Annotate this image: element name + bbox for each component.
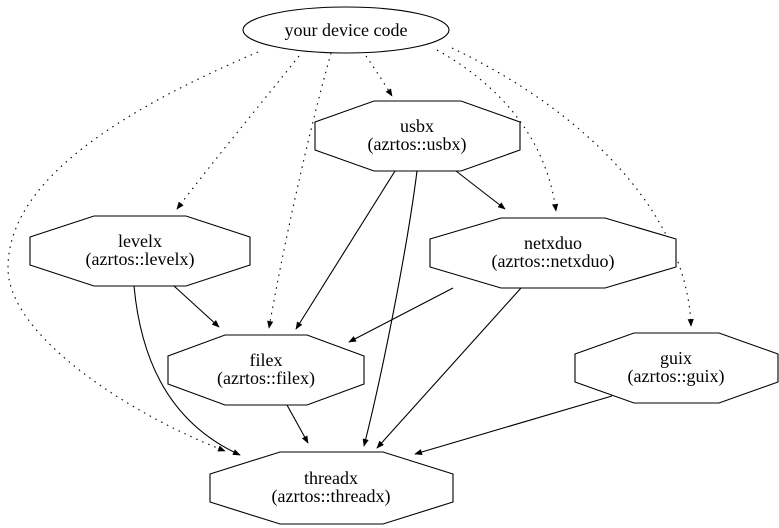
- edge-device-usbx: [365, 55, 393, 97]
- threadx-label: threadx: [304, 468, 358, 488]
- node-filex: filex (azrtos::filex): [167, 334, 365, 406]
- node-levelx: levelx (azrtos::levelx): [29, 215, 251, 287]
- threadx-octagon: [209, 451, 454, 525]
- edge-netxduo-filex: [348, 287, 454, 343]
- node-device-code: your device code: [242, 6, 450, 54]
- guix-sublabel: (azrtos::guix): [628, 366, 725, 387]
- device-code-ellipse: [242, 6, 450, 54]
- usbx-sublabel: (azrtos::usbx): [368, 134, 467, 155]
- levelx-octagon: [29, 215, 251, 287]
- edge-guix-threadx: [414, 395, 613, 455]
- netxduo-sublabel: (azrtos::netxduo): [492, 251, 615, 272]
- edge-device-filex: [267, 52, 332, 329]
- edge-usbx-threadx: [362, 170, 418, 447]
- filex-label: filex: [250, 350, 283, 370]
- guix-label: guix: [660, 348, 692, 368]
- node-threadx: threadx (azrtos::threadx): [209, 451, 454, 525]
- threadx-sublabel: (azrtos::threadx): [272, 486, 391, 507]
- filex-octagon: [167, 334, 365, 406]
- netxduo-octagon: [429, 217, 677, 289]
- device-code-label: your device code: [285, 20, 408, 40]
- edge-usbx-netxduo: [455, 170, 506, 210]
- edge-device-levelx: [176, 55, 300, 210]
- netxduo-label: netxduo: [524, 233, 582, 253]
- usbx-octagon: [314, 100, 521, 172]
- edge-levelx-filex: [173, 285, 220, 328]
- edge-levelx-threadx: [133, 285, 241, 456]
- usbx-label: usbx: [400, 116, 434, 136]
- node-netxduo: netxduo (azrtos::netxduo): [429, 217, 677, 289]
- node-guix: guix (azrtos::guix): [574, 332, 779, 404]
- edge-usbx-filex: [295, 170, 396, 330]
- levelx-label: levelx: [118, 231, 162, 251]
- edge-netxduo-threadx: [376, 287, 522, 449]
- guix-octagon: [574, 332, 779, 404]
- node-usbx: usbx (azrtos::usbx): [314, 100, 521, 172]
- levelx-sublabel: (azrtos::levelx): [86, 249, 195, 270]
- filex-sublabel: (azrtos::filex): [217, 368, 315, 389]
- edge-filex-threadx: [286, 404, 309, 444]
